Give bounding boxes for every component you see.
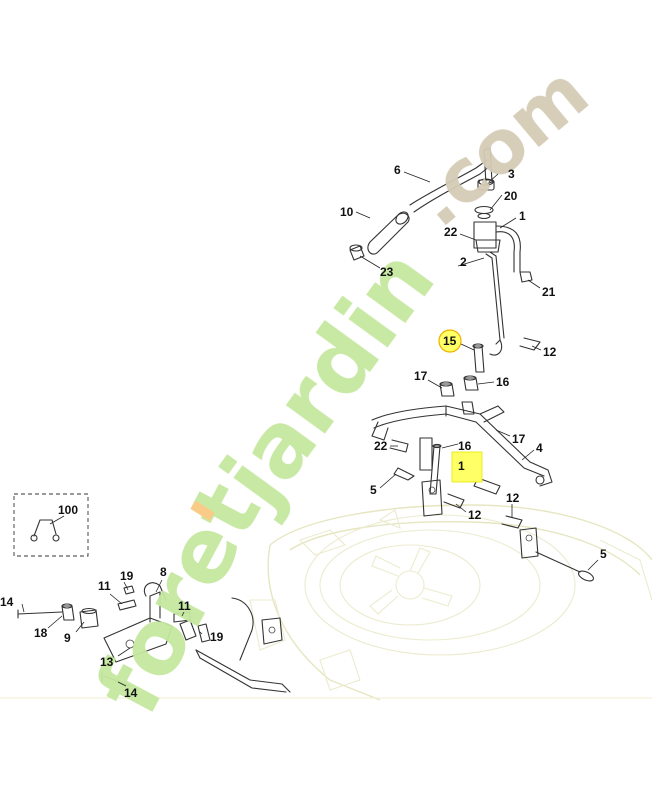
label-9: 9 bbox=[64, 631, 71, 645]
label-8: 8 bbox=[160, 565, 167, 579]
label-10: 10 bbox=[340, 205, 354, 219]
bushing-9 bbox=[79, 607, 99, 629]
rod bbox=[485, 251, 505, 356]
watermark-text-beige: .com bbox=[396, 49, 604, 243]
label-17-lower: 17 bbox=[512, 432, 526, 446]
label-18: 18 bbox=[34, 626, 48, 640]
label-22-upper: 22 bbox=[444, 225, 458, 239]
highlight-box bbox=[451, 451, 483, 483]
clip-22-lower bbox=[389, 439, 409, 453]
label-100: 100 bbox=[58, 503, 78, 517]
label-15: 15 bbox=[443, 334, 457, 348]
label-19-right: 19 bbox=[210, 630, 224, 644]
label-23: 23 bbox=[380, 265, 394, 279]
bolt-14-left bbox=[17, 609, 63, 619]
pin-11-right bbox=[173, 611, 191, 623]
label-6: 6 bbox=[394, 163, 401, 177]
label-14-left: 14 bbox=[0, 595, 14, 609]
mower-deck bbox=[0, 504, 652, 701]
label-16-lower: 16 bbox=[458, 439, 472, 453]
label-5-right: 5 bbox=[600, 547, 607, 561]
spring-5-right bbox=[535, 551, 594, 582]
knob bbox=[349, 244, 365, 261]
clip-12-middle bbox=[443, 493, 465, 509]
mount-brackets bbox=[393, 467, 539, 559]
label-19-left: 19 bbox=[120, 569, 134, 583]
label-3: 3 bbox=[508, 167, 515, 181]
lower-lever-assembly bbox=[103, 582, 291, 693]
label-22-lower: 22 bbox=[374, 439, 388, 453]
label-16-upper: 16 bbox=[496, 375, 510, 389]
label-12-middle: 12 bbox=[468, 508, 482, 522]
bushing-16 bbox=[463, 375, 479, 391]
clip-12-upper bbox=[519, 337, 541, 351]
bolt-14-lower bbox=[101, 671, 131, 687]
sleeve-18 bbox=[61, 603, 75, 621]
part-labels: 6 3 20 10 1 22 2 23 21 15 12 17 16 22 16… bbox=[0, 163, 607, 700]
label-11-left: 11 bbox=[98, 579, 111, 593]
label-12-upper: 12 bbox=[543, 345, 557, 359]
bolt-16-lower bbox=[429, 443, 442, 495]
leader-lines bbox=[21, 171, 599, 687]
label-13: 13 bbox=[100, 655, 114, 669]
label-20: 20 bbox=[504, 189, 518, 203]
grip-sleeve bbox=[367, 211, 410, 255]
clip-12-right bbox=[501, 515, 523, 529]
label-1: 1 bbox=[519, 209, 526, 223]
pin-19-left bbox=[123, 585, 135, 595]
label-17-upper: 17 bbox=[414, 369, 428, 383]
label-4: 4 bbox=[536, 441, 543, 455]
label-14-lower: 14 bbox=[124, 686, 138, 700]
handle-lever bbox=[409, 147, 521, 273]
label-1-highlight: 1 bbox=[458, 459, 465, 473]
label-12-right: 12 bbox=[506, 491, 520, 505]
label-11-right: 11 bbox=[178, 599, 191, 613]
pin-15 bbox=[472, 343, 485, 373]
pin-11-left bbox=[117, 599, 137, 611]
label-5-middle: 5 bbox=[370, 483, 377, 497]
watermark: foret ' jardin .com bbox=[76, 49, 605, 729]
spring-kit-box bbox=[13, 493, 89, 557]
label-21: 21 bbox=[542, 285, 556, 299]
highlight-circle bbox=[438, 329, 462, 353]
bushing-17 bbox=[439, 381, 455, 397]
label-2: 2 bbox=[460, 255, 467, 269]
nut-21 bbox=[519, 271, 533, 283]
